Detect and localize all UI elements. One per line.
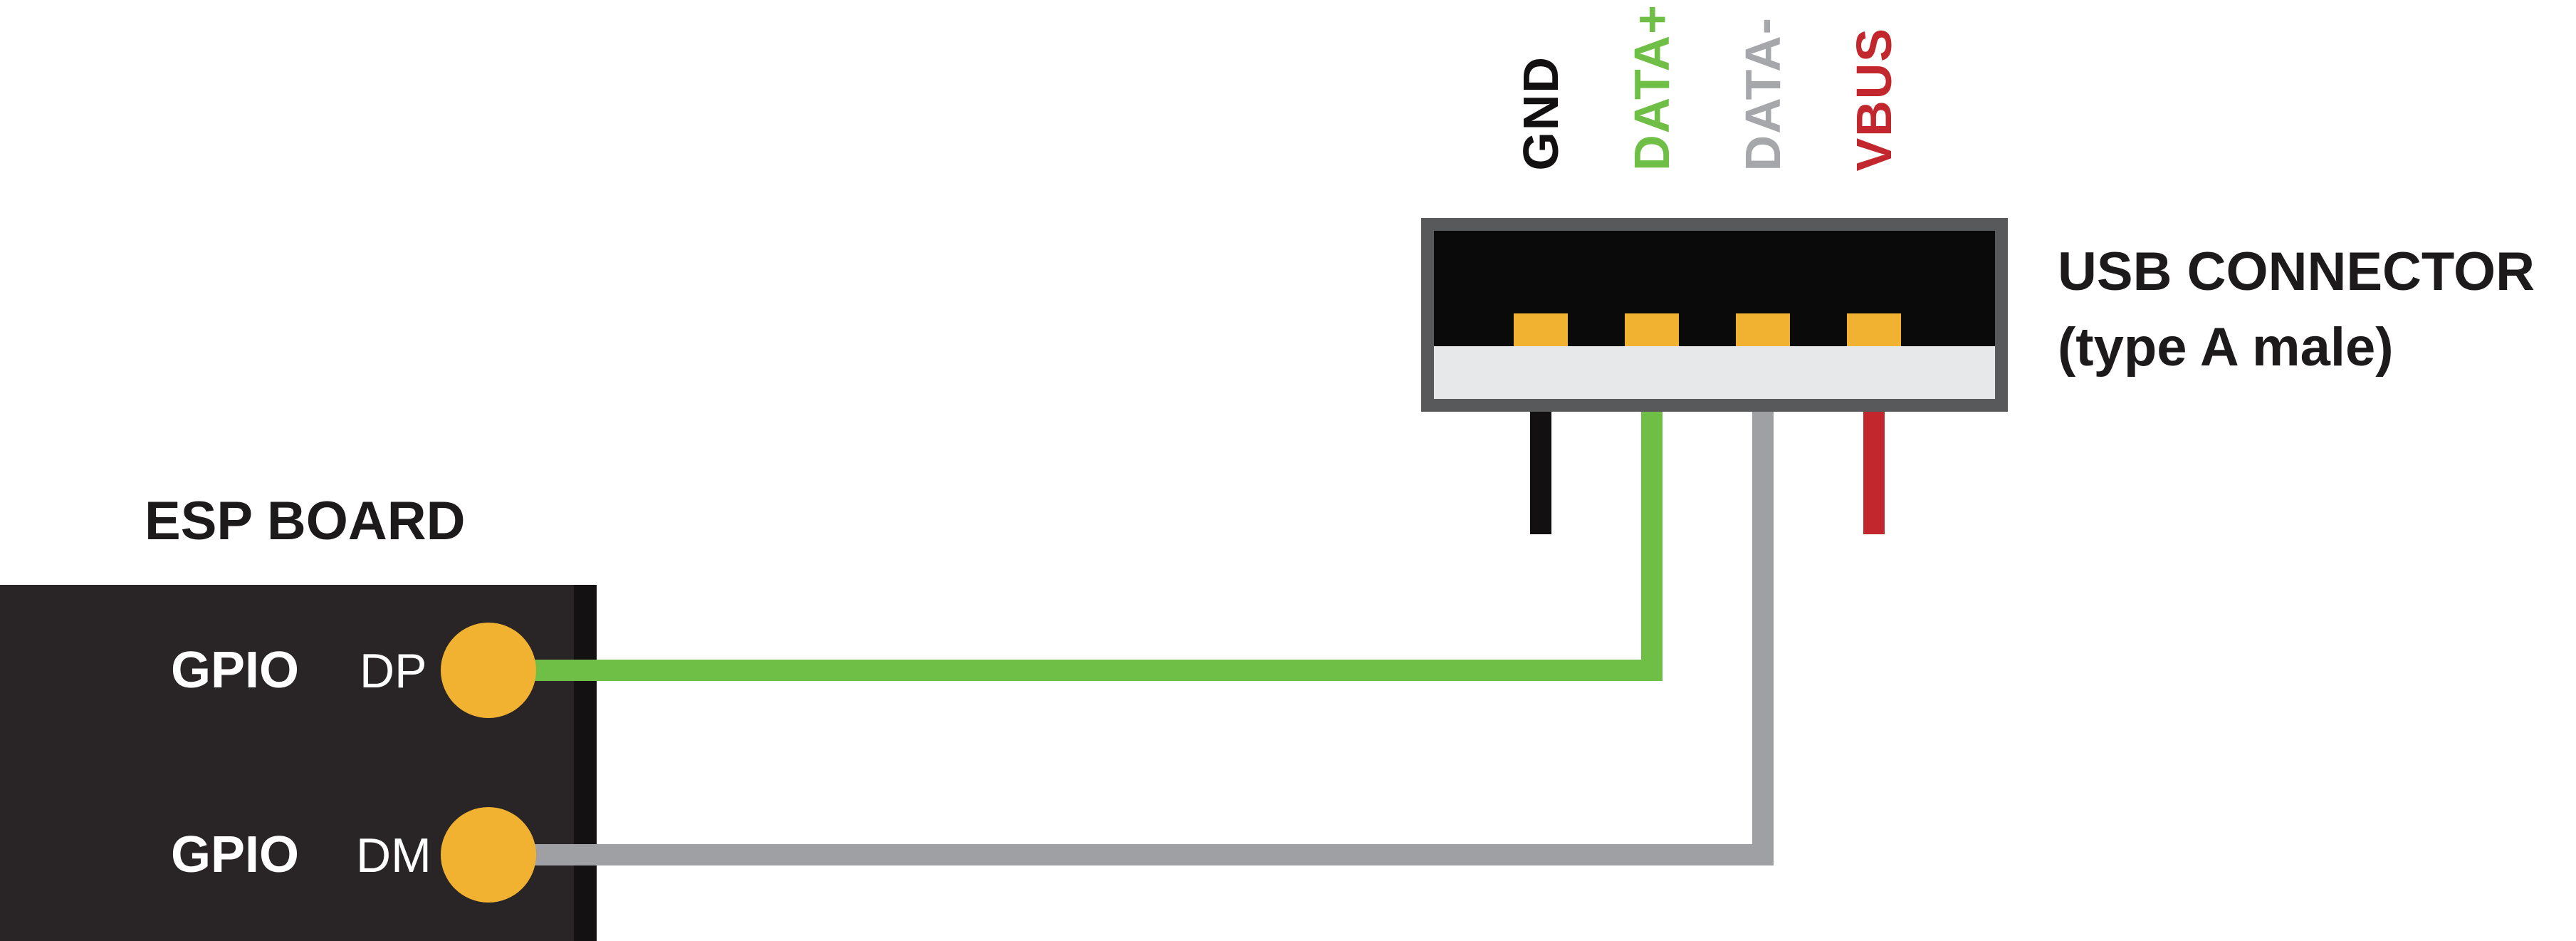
wire-data-minus-vertical bbox=[1752, 407, 1774, 865]
pin-label-vbus: VBUS bbox=[1846, 26, 1902, 171]
gpio-label-dp: GPIO bbox=[171, 642, 300, 699]
esp-board-title: ESP BOARD bbox=[145, 491, 466, 551]
usb-connector-body bbox=[1421, 218, 2008, 412]
wire-data-plus-horizontal bbox=[488, 660, 1663, 681]
gpio-label-dm: GPIO bbox=[171, 826, 300, 883]
usb-connector-title-line2: (type A male) bbox=[2058, 317, 2394, 378]
wire-data-plus-vertical bbox=[1641, 407, 1663, 681]
usb-contact-gnd bbox=[1514, 313, 1568, 346]
pin-label-gnd: GND bbox=[1513, 56, 1569, 171]
signal-label-dp: DP bbox=[360, 644, 427, 698]
esp-board-edge bbox=[574, 585, 597, 941]
wire-gnd-stub bbox=[1530, 407, 1551, 534]
usb-connector-title-line1: USB CONNECTOR bbox=[2058, 241, 2535, 302]
signal-label-dm: DM bbox=[356, 828, 431, 883]
wire-data-minus-horizontal bbox=[488, 844, 1774, 865]
gpio-pad-dm bbox=[441, 807, 536, 903]
wire-vbus-stub bbox=[1863, 407, 1885, 534]
usb-contact-vbus bbox=[1847, 313, 1901, 346]
usb-contact-data-minus bbox=[1736, 313, 1790, 346]
usb-contact-data-plus bbox=[1625, 313, 1679, 346]
pin-label-data-minus: DATA- bbox=[1735, 16, 1791, 171]
pin-label-data-plus: DATA+ bbox=[1624, 4, 1680, 171]
gpio-pad-dp bbox=[441, 623, 536, 718]
usb-connector-opening bbox=[1434, 231, 1995, 346]
